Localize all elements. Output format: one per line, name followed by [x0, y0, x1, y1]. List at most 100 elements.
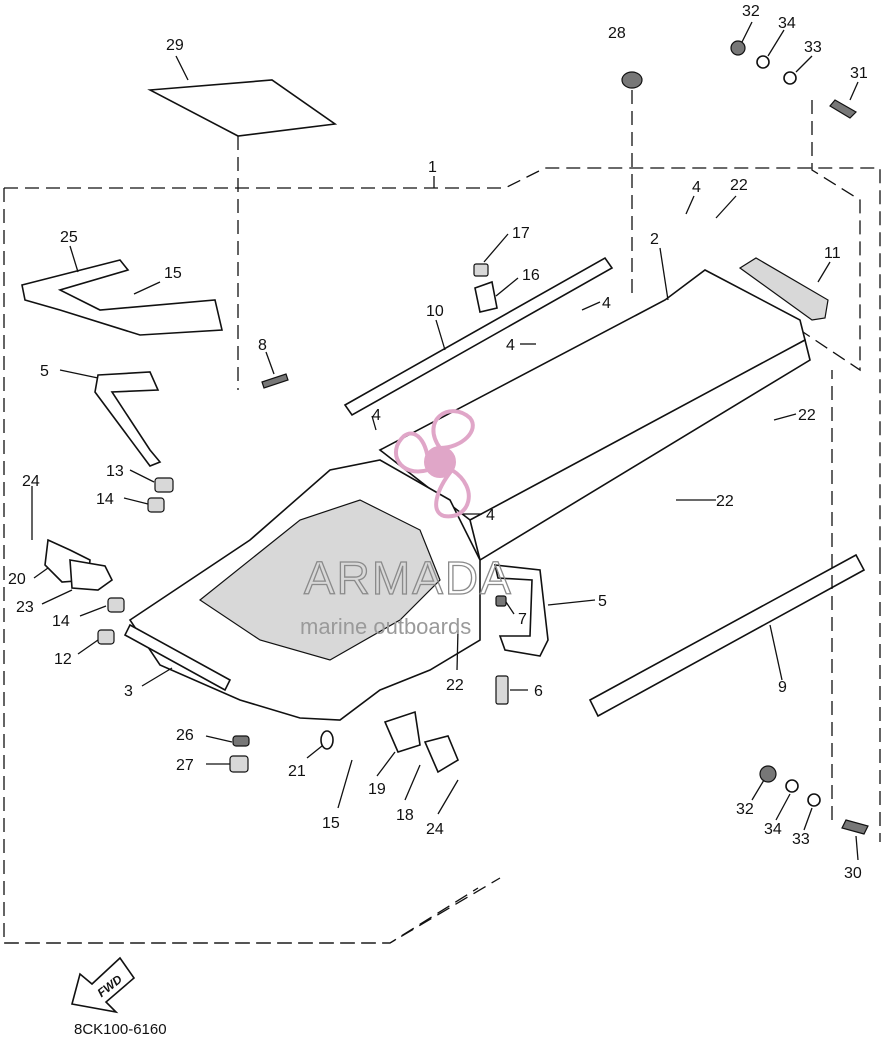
- leader-32-top: [741, 21, 753, 43]
- leader-21: [306, 745, 323, 759]
- leader-2: [659, 247, 669, 301]
- callout-10: 10: [426, 303, 444, 320]
- callout-4d: 4: [372, 407, 381, 424]
- leader-30: [855, 835, 859, 861]
- crossbar: [123, 623, 232, 692]
- leader-8: [265, 351, 275, 375]
- rail-part-10: [343, 256, 614, 417]
- callout-33a: 33: [804, 39, 822, 56]
- callout-9: 9: [778, 679, 787, 696]
- callout-27: 27: [176, 757, 194, 774]
- leader-11: [817, 261, 831, 283]
- bushing-part-12: [97, 629, 115, 645]
- nut-part-7: [495, 595, 507, 607]
- pad-part-29: [147, 79, 338, 137]
- washer-part-34-bottom: [785, 779, 799, 793]
- leader-7: [505, 601, 515, 615]
- callout-20: 20: [8, 571, 26, 588]
- forward-arrow-icon: FWD: [71, 956, 136, 1014]
- leader-4d: [371, 415, 377, 431]
- leader-17: [483, 233, 509, 263]
- callout-14a: 14: [96, 491, 114, 508]
- callout-22a: 22: [730, 177, 748, 194]
- callout-14b: 14: [52, 613, 70, 630]
- callout-4c: 4: [506, 337, 515, 354]
- leader-14-lower: [79, 605, 107, 617]
- leader-33-top: [795, 55, 813, 73]
- leader-19: [376, 751, 396, 777]
- callout-31: 31: [850, 65, 868, 82]
- callout-21: 21: [288, 763, 306, 780]
- bracket-part-11: [738, 257, 829, 321]
- leader-4a: [685, 195, 695, 215]
- bushing-part-13: [154, 477, 174, 493]
- leader-20: [33, 567, 49, 579]
- leader-22a: [715, 195, 737, 219]
- callout-2: 2: [650, 231, 659, 248]
- cap-part-16: [474, 280, 498, 313]
- callout-33b: 33: [792, 831, 810, 848]
- watermark-tagline: marine outboards: [300, 614, 471, 639]
- leader-10: [435, 319, 446, 351]
- callout-32a: 32: [742, 3, 760, 20]
- nut-part-32-bottom: [759, 765, 777, 783]
- leader-18: [404, 764, 421, 801]
- callout-17: 17: [512, 225, 530, 242]
- callout-22b: 22: [798, 407, 816, 424]
- callout-4b: 4: [602, 295, 611, 312]
- leader-5-right: [547, 599, 596, 606]
- bushing-part-14-upper: [147, 497, 165, 513]
- leader-24-bottom: [437, 779, 459, 815]
- callout-34b: 34: [764, 821, 782, 838]
- callout-32b: 32: [736, 801, 754, 818]
- callout-11: 11: [824, 245, 841, 262]
- callout-1: 1: [428, 159, 437, 176]
- leader-26: [205, 735, 233, 743]
- leader-23: [41, 589, 73, 605]
- leader-34-top: [767, 29, 785, 57]
- callout-23: 23: [16, 599, 34, 616]
- leader-22d: [456, 629, 459, 671]
- handle-part-5-right: [493, 564, 549, 657]
- bushing-part-27: [229, 755, 249, 773]
- leader-32-bottom: [751, 779, 765, 801]
- watermark: ARMADA marine outboards: [300, 409, 511, 639]
- bolt-part-30: [841, 819, 869, 835]
- nut-part-32-top: [730, 40, 746, 56]
- leader-9: [769, 624, 783, 681]
- leader-13: [129, 469, 155, 483]
- callout-7: 7: [518, 611, 527, 628]
- callout-5b: 5: [598, 593, 607, 610]
- callout-18: 18: [396, 807, 414, 824]
- bushing-part-26: [232, 735, 250, 747]
- callout-5a: 5: [40, 363, 49, 380]
- callout-34a: 34: [778, 15, 796, 32]
- washer-part-33-bottom: [807, 793, 821, 807]
- callout-6: 6: [534, 683, 543, 700]
- callout-15b: 15: [322, 815, 340, 832]
- leader-31: [849, 81, 859, 101]
- nut-part-17: [473, 263, 489, 277]
- washer-part-21: [320, 730, 334, 750]
- plug-part-28: [621, 71, 643, 89]
- plate-part-18: [423, 735, 460, 774]
- bolt-part-6: [495, 675, 509, 705]
- callout-4e: 4: [486, 507, 495, 524]
- plate-part-19: [383, 710, 421, 753]
- callout-16: 16: [522, 267, 540, 284]
- callout-12: 12: [54, 651, 72, 668]
- callout-4a: 4: [692, 179, 701, 196]
- handle-part-5-left: [94, 371, 162, 467]
- callout-8: 8: [258, 337, 267, 354]
- callout-30: 30: [844, 865, 862, 882]
- front-frame-inner: [198, 499, 441, 661]
- leader-22b: [773, 413, 797, 421]
- callout-15a: 15: [164, 265, 182, 282]
- callout-24b: 24: [426, 821, 444, 838]
- leader-16: [495, 277, 519, 297]
- rail-part-9: [588, 553, 866, 718]
- callout-25: 25: [60, 229, 78, 246]
- callout-22d: 22: [446, 677, 464, 694]
- pin-part-8: [261, 373, 289, 389]
